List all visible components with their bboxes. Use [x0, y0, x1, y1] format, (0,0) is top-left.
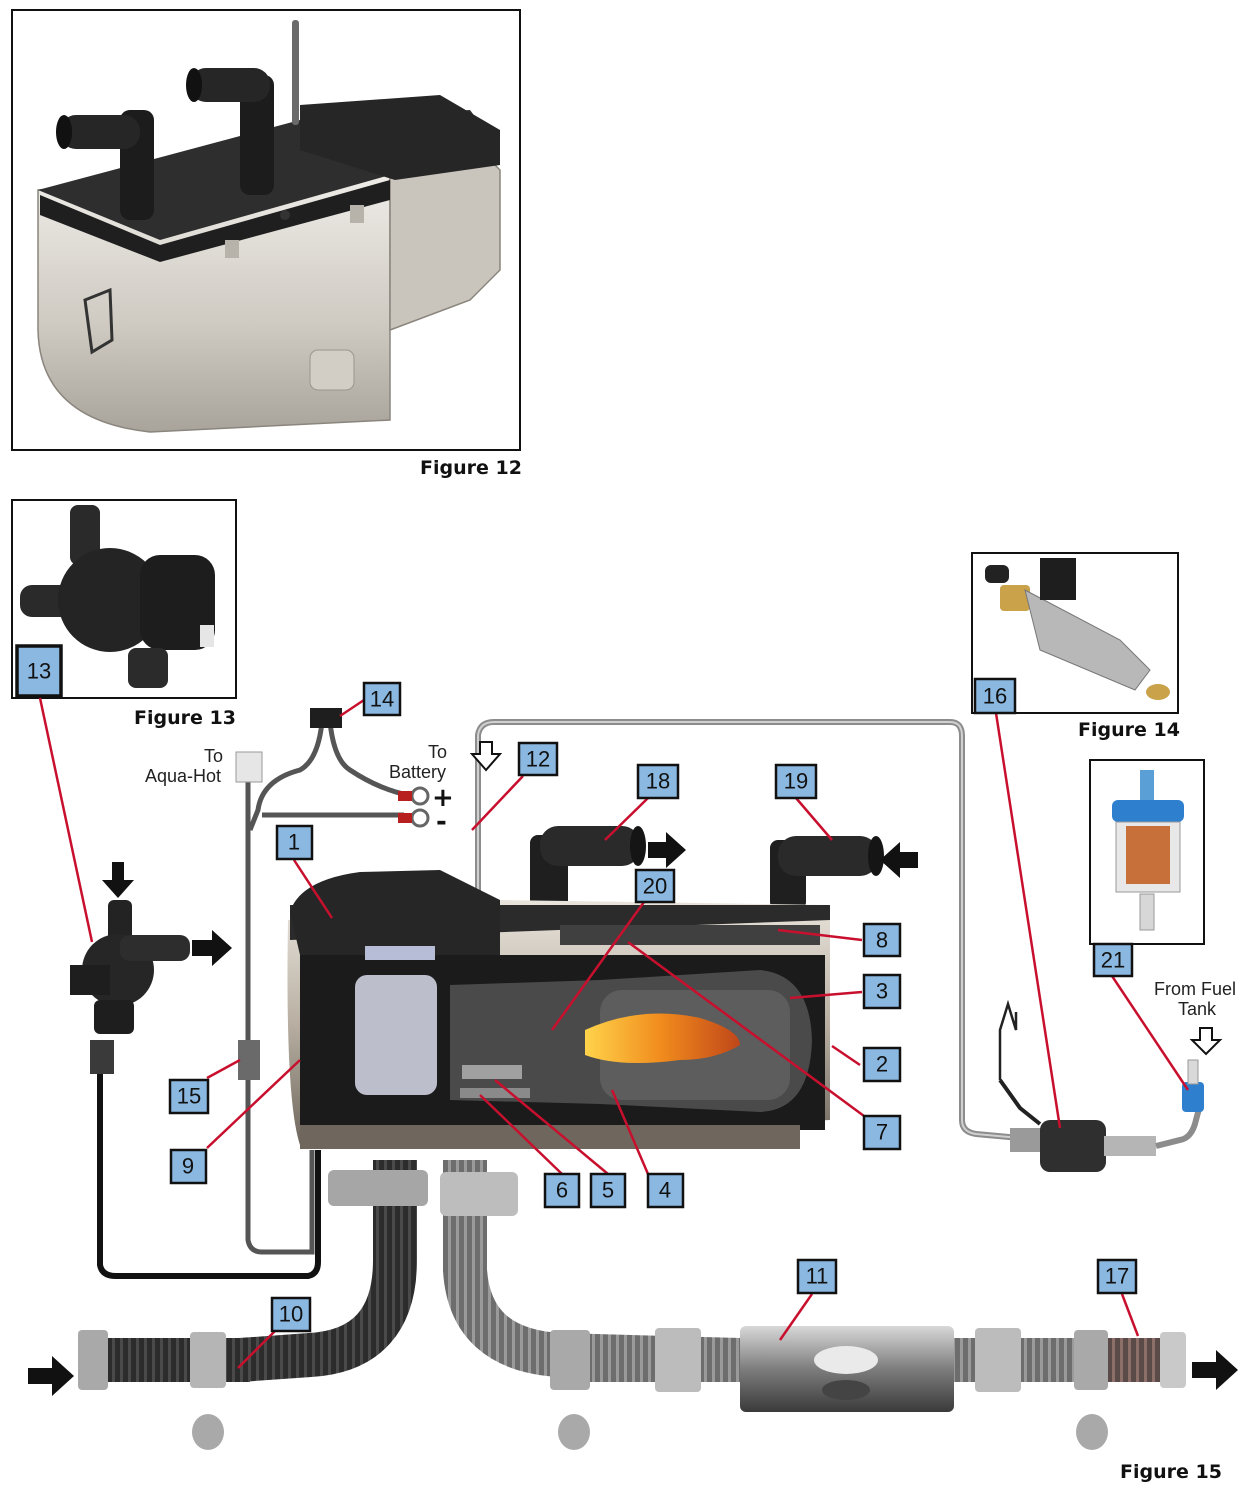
water-pump-render [20, 505, 215, 688]
svg-text:18: 18 [646, 769, 670, 794]
to-battery-label-line1: To [428, 742, 447, 762]
callout-6: 6 [543, 1172, 581, 1209]
svg-text:3: 3 [876, 979, 888, 1004]
exhaust-hoses [78, 1160, 1186, 1450]
svg-text:9: 9 [182, 1154, 194, 1179]
fuel-pump [998, 999, 1203, 1172]
negative-terminal-label: - [436, 807, 447, 837]
callout-19: 19 [774, 763, 818, 800]
to-aqua-hot-label-line1: To [204, 746, 223, 766]
svg-text:4: 4 [659, 1178, 671, 1203]
from-fuel-tank-label-line2: Tank [1178, 999, 1217, 1019]
flame [585, 1013, 740, 1064]
wiring-harness [97, 708, 430, 1279]
callout-4: 4 [646, 1172, 685, 1209]
callout-15: 15 [168, 1078, 210, 1115]
callout-14: 14 [362, 681, 402, 717]
figure-13-caption: Figure 13 [134, 707, 236, 729]
callout-3: 3 [862, 973, 902, 1010]
to-aqua-hot-label-line2: Aqua-Hot [145, 766, 221, 786]
figure-15: To Aqua-Hot To Battery + - From Fuel Tan… [28, 708, 1238, 1483]
to-battery-label-line2: Battery [389, 762, 446, 782]
svg-text:19: 19 [784, 769, 808, 794]
from-fuel-tank-label-line1: From Fuel [1154, 979, 1236, 999]
callout-8: 8 [862, 922, 902, 958]
svg-text:13: 13 [27, 659, 51, 684]
callout-12: 12 [517, 741, 559, 777]
svg-text:7: 7 [876, 1120, 888, 1145]
svg-text:2: 2 [876, 1052, 888, 1077]
coolant-in-arrow-icon [880, 842, 918, 878]
callout-2: 2 [862, 1046, 902, 1083]
callout-7: 7 [862, 1114, 902, 1151]
water-pump [70, 900, 190, 1074]
svg-text:8: 8 [876, 928, 888, 953]
callout-9: 9 [169, 1148, 208, 1185]
callout-20: 20 [634, 868, 676, 904]
svg-text:16: 16 [983, 684, 1007, 709]
figure-12: Figure 12 [11, 9, 522, 479]
svg-text:17: 17 [1105, 1264, 1129, 1289]
callout-5: 5 [589, 1172, 627, 1209]
fuel-flow-arrow-icon [469, 741, 503, 772]
fuel-pump-render [985, 558, 1170, 700]
fuel-filter-inset [1089, 759, 1205, 945]
fuel-filter-render [1112, 770, 1184, 931]
pump-outlet-arrow-icon [192, 930, 232, 966]
svg-text:5: 5 [602, 1178, 614, 1203]
figure-14: Figure 14 [971, 552, 1180, 741]
svg-text:12: 12 [526, 747, 550, 772]
svg-text:11: 11 [806, 1264, 829, 1289]
svg-text:14: 14 [370, 687, 394, 712]
heater-cutaway [287, 870, 830, 1149]
svg-text:6: 6 [556, 1178, 568, 1203]
coolant-out-arrow-icon [648, 832, 686, 868]
callout-1: 1 [275, 824, 314, 861]
figure-13: Figure 13 [11, 499, 237, 729]
callout-16: 16 [973, 677, 1017, 715]
exhaust-out-arrow-icon [1192, 1350, 1238, 1390]
figure-14-caption: Figure 14 [1078, 719, 1180, 741]
callout-21: 21 [1092, 942, 1134, 978]
leader-lines [38, 697, 1190, 1369]
coolant-pipes [530, 826, 884, 915]
svg-text:21: 21 [1101, 948, 1125, 973]
svg-text:10: 10 [279, 1302, 303, 1327]
air-in-arrow-icon [28, 1356, 74, 1396]
svg-text:20: 20 [643, 874, 667, 899]
callout-18: 18 [636, 763, 680, 800]
heater-render [37, 20, 501, 433]
callout-13: 13 [15, 644, 63, 698]
callout-10: 10 [270, 1296, 312, 1333]
svg-text:1: 1 [288, 830, 300, 855]
pump-inlet-arrow-icon [102, 862, 134, 898]
callout-17: 17 [1096, 1258, 1138, 1295]
callout-11: 11 [796, 1258, 838, 1295]
positive-terminal-label: + [432, 783, 454, 813]
svg-text:15: 15 [177, 1084, 201, 1109]
figure-15-caption: Figure 15 [1120, 1461, 1222, 1483]
figure-12-caption: Figure 12 [420, 457, 522, 479]
fuel-in-arrow-icon [1189, 1027, 1223, 1056]
